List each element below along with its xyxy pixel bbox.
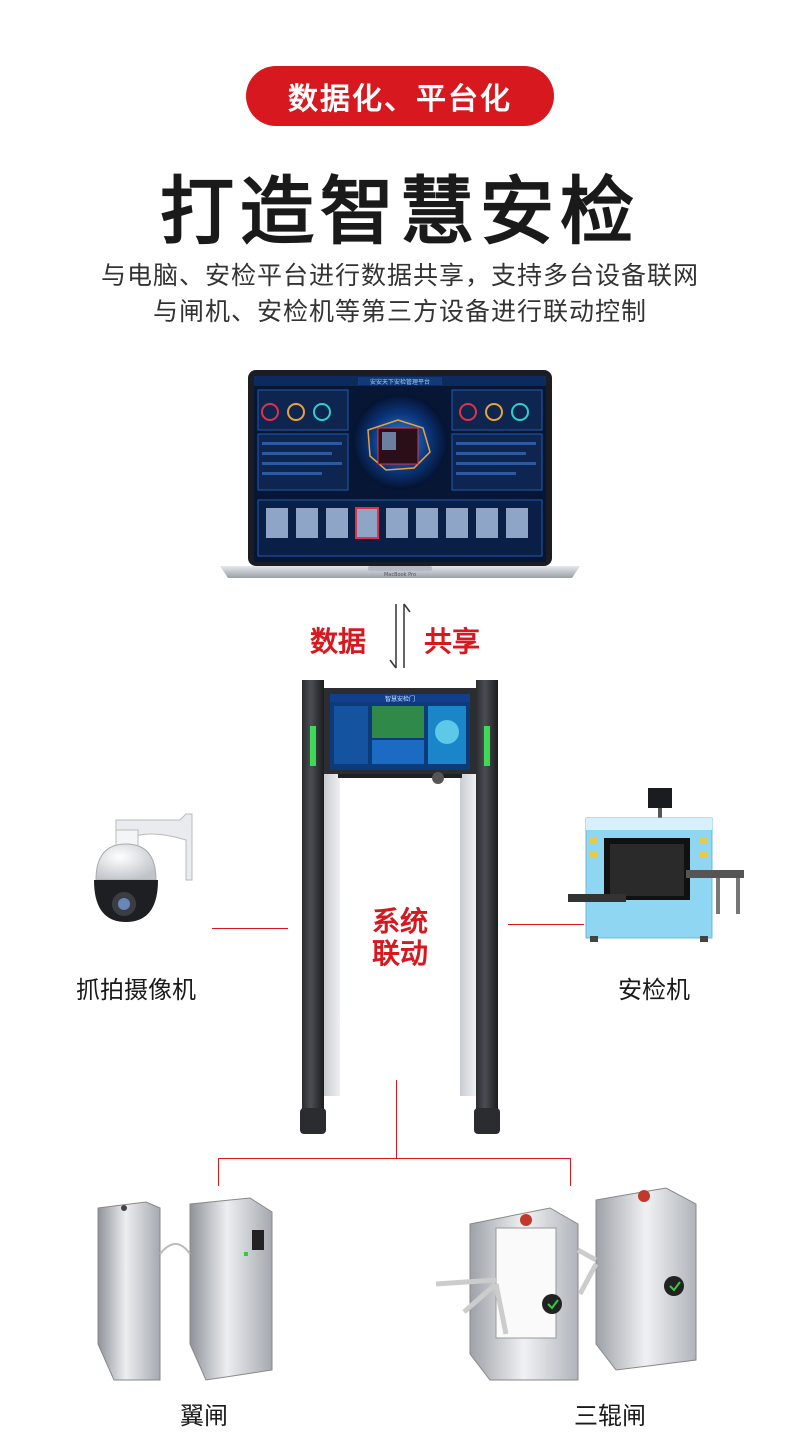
xray-machine-image — [566, 786, 746, 946]
page-title: 打造智慧安检 — [160, 169, 640, 255]
xray-connector-line — [508, 924, 584, 925]
laptop-screen-title: 安安天下安检管理平台 — [370, 378, 430, 386]
security-gate-image: 智慧安检门 — [298, 676, 502, 1138]
tripod-turnstile-image — [430, 1184, 702, 1382]
tripod-turnstile-label: 三辊闸 — [574, 1402, 646, 1430]
linkage-label-2: 联动 — [371, 937, 428, 970]
flap-gate-label: 翼闸 — [180, 1402, 228, 1430]
linkage-label-1: 系统 — [371, 905, 428, 938]
share-label: 共享 — [424, 625, 481, 658]
tripod-connector — [570, 1158, 571, 1186]
camera-label: 抓拍摄像机 — [76, 976, 196, 1004]
data-label: 数据 — [310, 625, 367, 658]
category-badge: 数据化、平台化 — [246, 66, 554, 126]
gate-screen-title: 智慧安检门 — [385, 695, 415, 703]
laptop-image: 安安天下安检管理平台 — [218, 368, 582, 580]
laptop-brand: MacBook Pro — [384, 572, 416, 578]
gate-bottom-connector — [396, 1080, 397, 1158]
xray-label: 安检机 — [618, 976, 690, 1004]
flap-barrier-image — [94, 1194, 280, 1384]
two-way-arrow-icon — [386, 600, 414, 672]
ptz-camera-image — [86, 810, 200, 938]
subtitle-line-2: 与闸机、安检机等第三方设备进行联动控制 — [152, 297, 647, 326]
camera-connector-line — [212, 928, 288, 929]
subtitle-line-1: 与电脑、安检平台进行数据共享，支持多台设备联网 — [100, 261, 699, 290]
gate-branch-line — [218, 1158, 570, 1159]
flap-connector — [218, 1158, 219, 1186]
